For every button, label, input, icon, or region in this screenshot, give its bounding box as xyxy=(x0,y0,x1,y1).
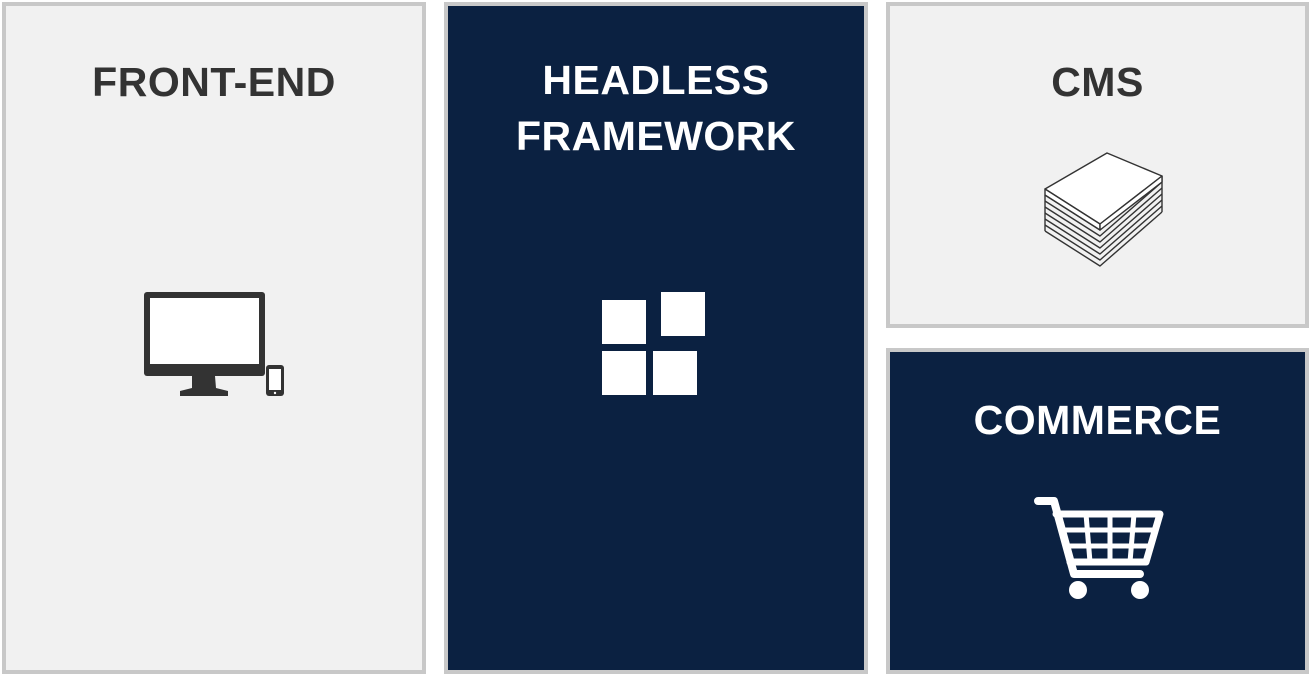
paper-stack-icon xyxy=(1040,148,1165,275)
framework-blocks-icon xyxy=(602,290,712,405)
monitor-and-phone-icon xyxy=(140,290,290,407)
headless-title-line-1: HEADLESS xyxy=(542,57,770,103)
frontend-title: FRONT-END xyxy=(6,54,422,110)
headless-framework-panel: HEADLESS FRAMEWORK xyxy=(444,2,868,674)
cms-title: CMS xyxy=(890,54,1305,110)
commerce-title-text: COMMERCE xyxy=(973,397,1222,443)
commerce-title: COMMERCE xyxy=(890,392,1305,448)
cms-panel: CMS xyxy=(886,2,1309,328)
headless-title-line-2: FRAMEWORK xyxy=(515,113,797,159)
cms-title-text: CMS xyxy=(1051,59,1144,105)
commerce-panel: COMMERCE xyxy=(886,348,1309,674)
frontend-title-text: FRONT-END xyxy=(92,59,336,105)
frontend-panel: FRONT-END xyxy=(2,2,426,674)
headless-title: HEADLESS FRAMEWORK xyxy=(448,52,864,164)
shopping-cart-icon xyxy=(1034,496,1169,606)
